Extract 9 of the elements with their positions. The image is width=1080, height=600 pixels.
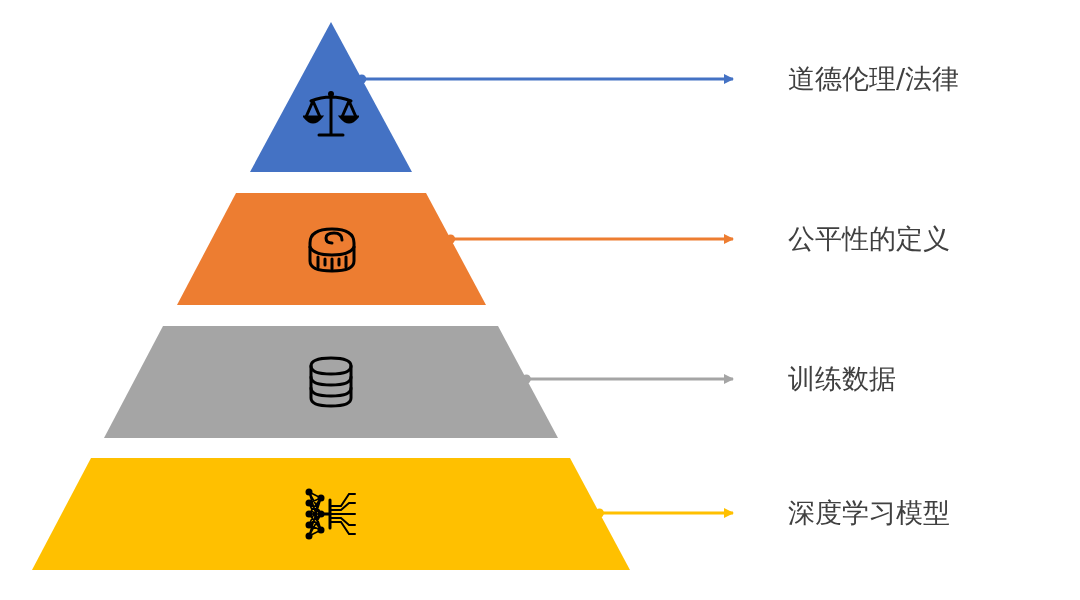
layer-label: 深度学习模型 xyxy=(788,496,950,530)
layer-label: 道德伦理/法律 xyxy=(788,62,960,96)
layer-label: 公平性的定义 xyxy=(788,222,950,256)
pyramid-layer xyxy=(104,326,558,438)
arrow xyxy=(446,234,734,244)
pyramid-layer xyxy=(177,193,486,305)
layer-label: 训练数据 xyxy=(788,362,896,396)
pyramid-top-layer xyxy=(250,22,412,172)
pyramid-layer xyxy=(32,458,630,570)
